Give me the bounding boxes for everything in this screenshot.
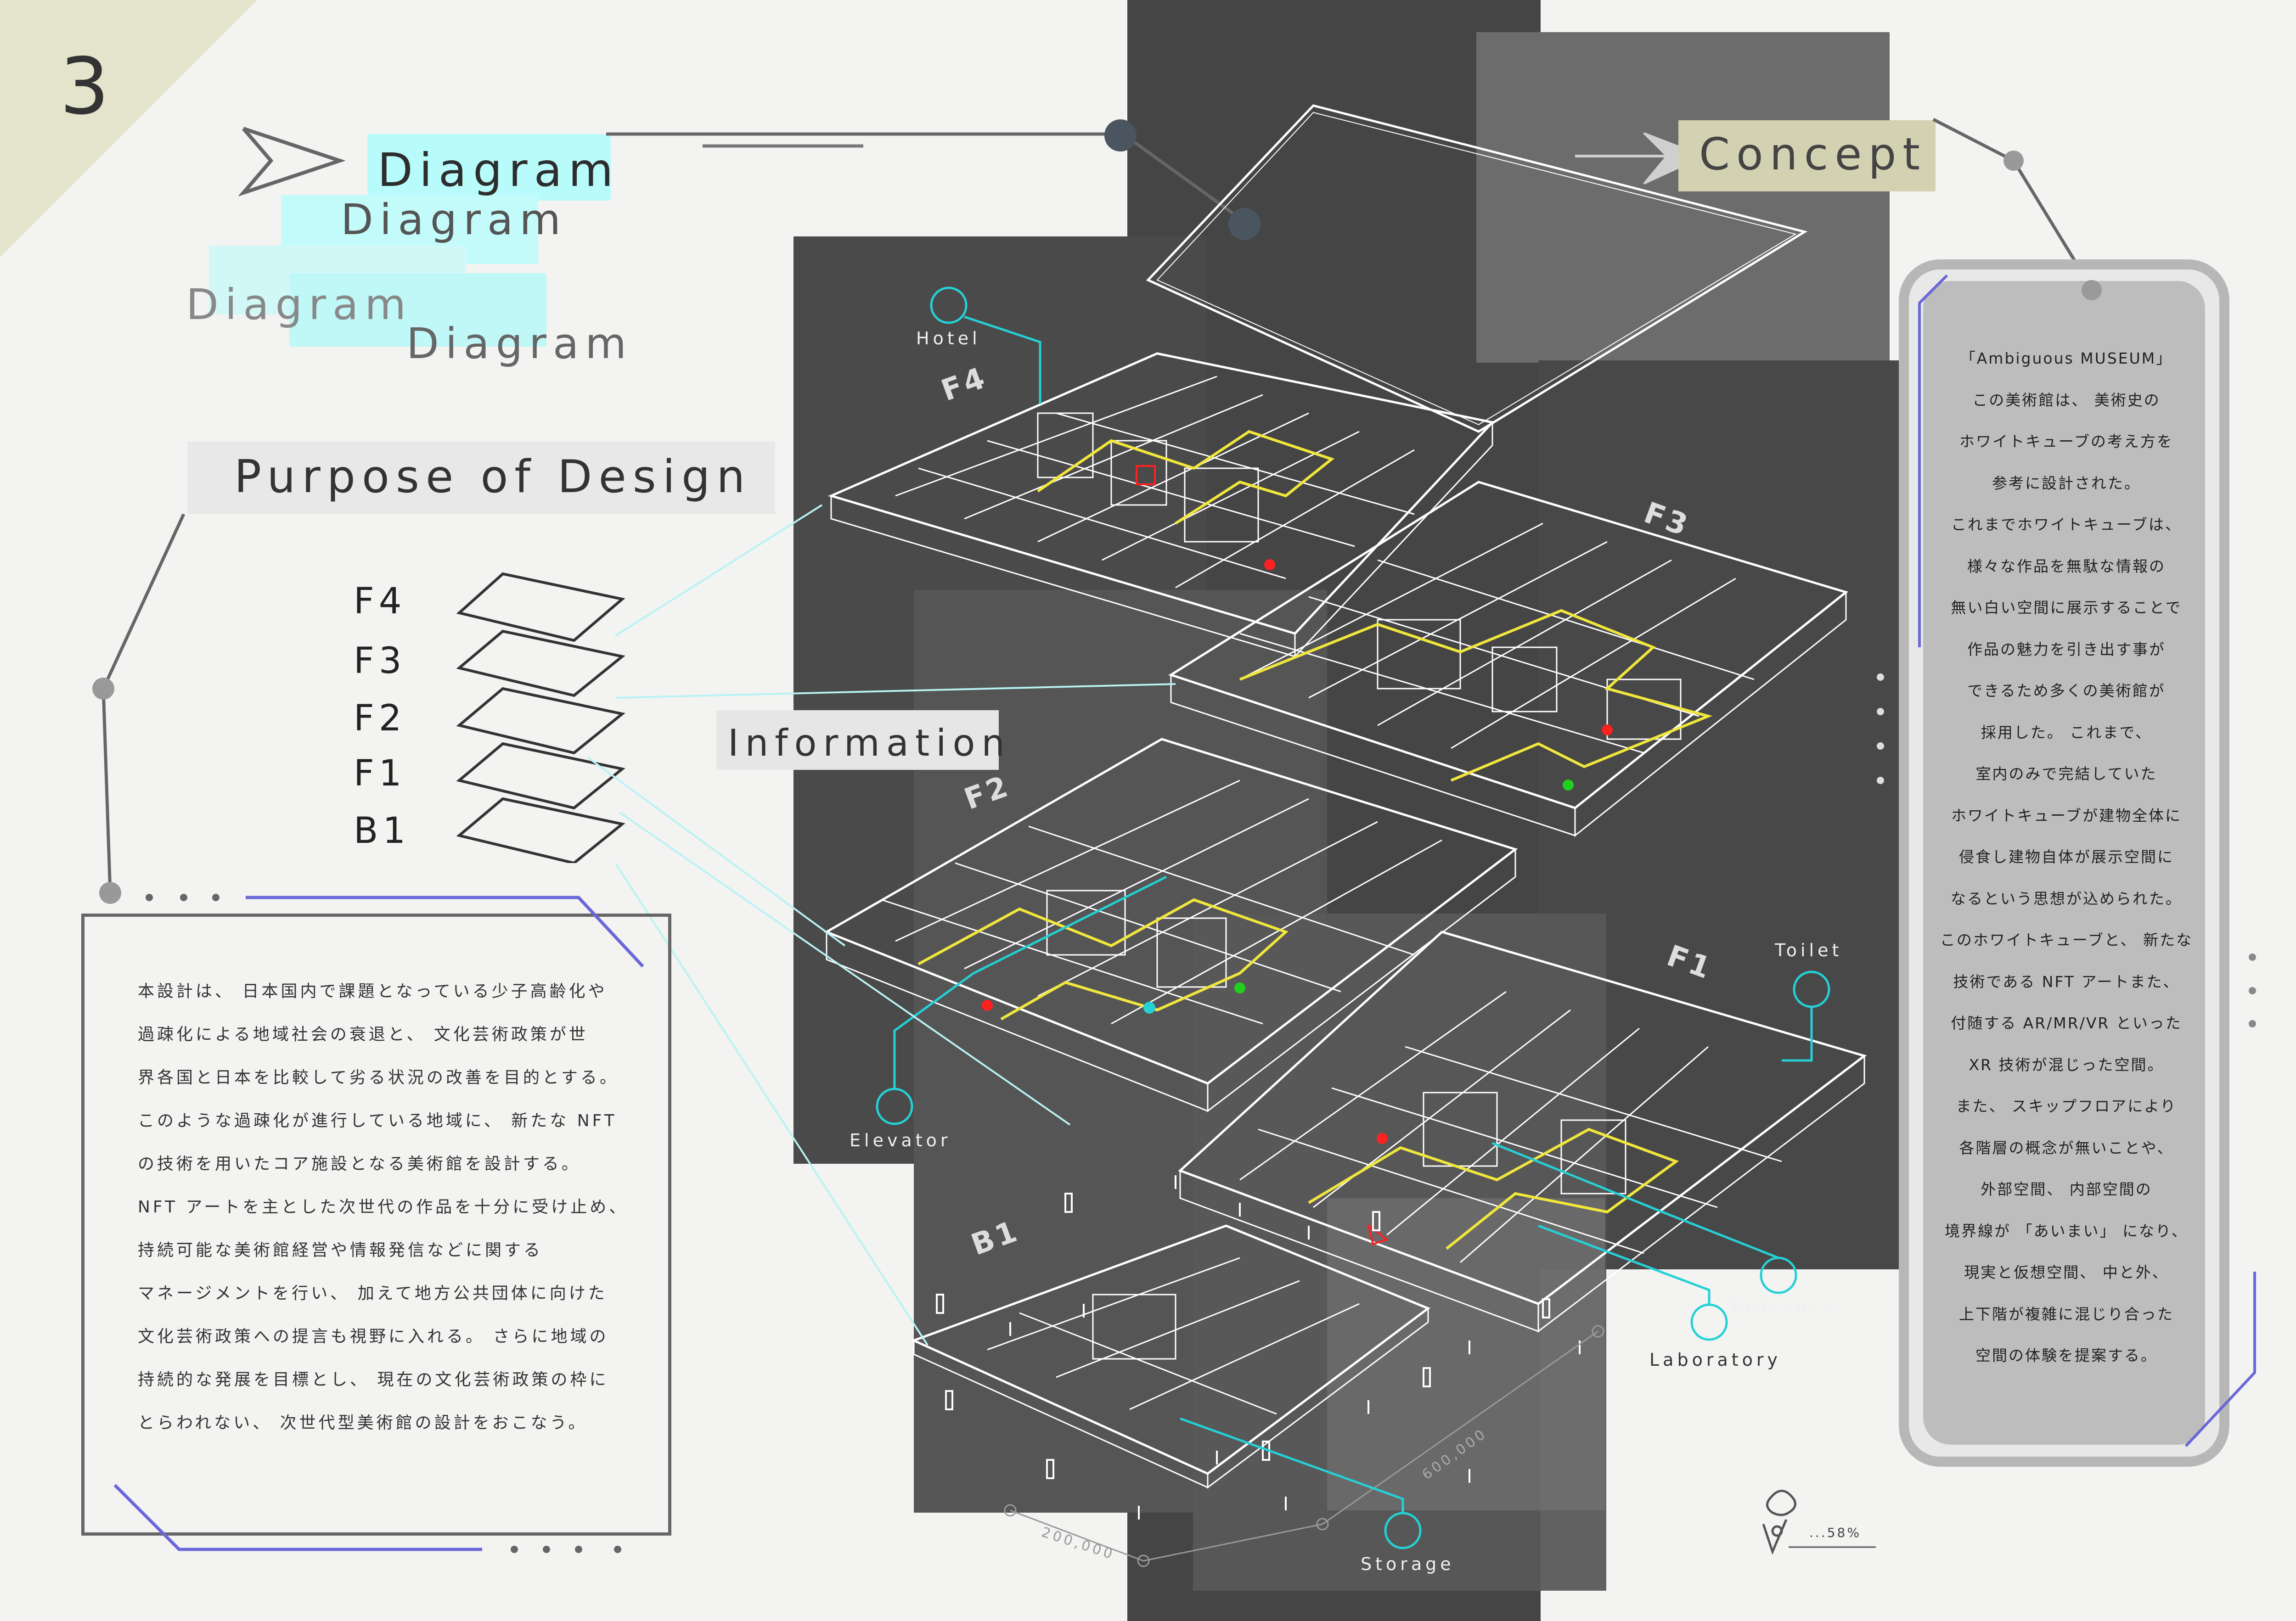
- diagram-title-3: Diagram: [186, 280, 412, 329]
- information-title: Information: [728, 722, 1012, 764]
- concept-title: Concept: [1699, 129, 1927, 180]
- floor-list-f3: F3: [354, 640, 406, 682]
- floor-plate-icons: [456, 572, 625, 863]
- title-connector-lines: [606, 119, 1261, 240]
- callout-elevator: Elevator: [850, 1130, 951, 1150]
- callout-entrance: Entrance: [1731, 1296, 1839, 1316]
- person-scale-icon: [1762, 1490, 1876, 1555]
- callout-storage: Storage: [1361, 1554, 1455, 1574]
- diagram-title-4: Diagram: [406, 319, 633, 368]
- concept-text: 「Ambiguous MUSEUM」この美術館は、 美術史のホワイトキューブの考…: [1940, 349, 2193, 1364]
- purpose-title: Purpose of Design: [234, 451, 752, 503]
- concept-panel-pin: [2082, 280, 2102, 300]
- scale-note: ...58%: [1809, 1525, 1861, 1540]
- purpose-text-frame: [81, 914, 671, 1536]
- floor-list-f4: F4: [354, 581, 406, 622]
- concept-connector: [1932, 118, 2091, 286]
- callout-laboratory: Laboratory: [1649, 1350, 1781, 1370]
- callout-hotel: Hotel: [916, 328, 981, 348]
- purpose-accent-lines: [113, 894, 644, 1553]
- diagram-title-2: Diagram: [341, 195, 567, 244]
- corner-triangle: [0, 0, 257, 257]
- page-number: 3: [60, 41, 110, 132]
- purpose-connector: [92, 513, 186, 904]
- floor-list-f2: F2: [354, 698, 406, 739]
- concept-panel-inner: [1923, 281, 2205, 1445]
- concept-accent-lines: [1877, 274, 2256, 1447]
- diagram-highlight-1: [367, 134, 611, 201]
- callout-toilet: Toilet: [1775, 940, 1843, 960]
- light-panel-bottom: [1327, 1198, 1605, 1510]
- exploded-floor-diagram: [824, 104, 1867, 1567]
- purpose-title-box: [187, 442, 775, 514]
- diagram-highlight-4: [289, 273, 546, 347]
- purpose-text: 本設計は、 日本国内で課題となっている少子高齢化や過疎化による地域社会の衰退と、…: [138, 982, 629, 1432]
- concept-tag: [1678, 120, 1936, 191]
- diagram-title-1: Diagram: [377, 143, 620, 197]
- floor-list-f1: F1: [354, 753, 406, 794]
- arrow-icon: [239, 127, 346, 196]
- information-box: [716, 710, 999, 770]
- floor-list-b1: B1: [354, 810, 411, 852]
